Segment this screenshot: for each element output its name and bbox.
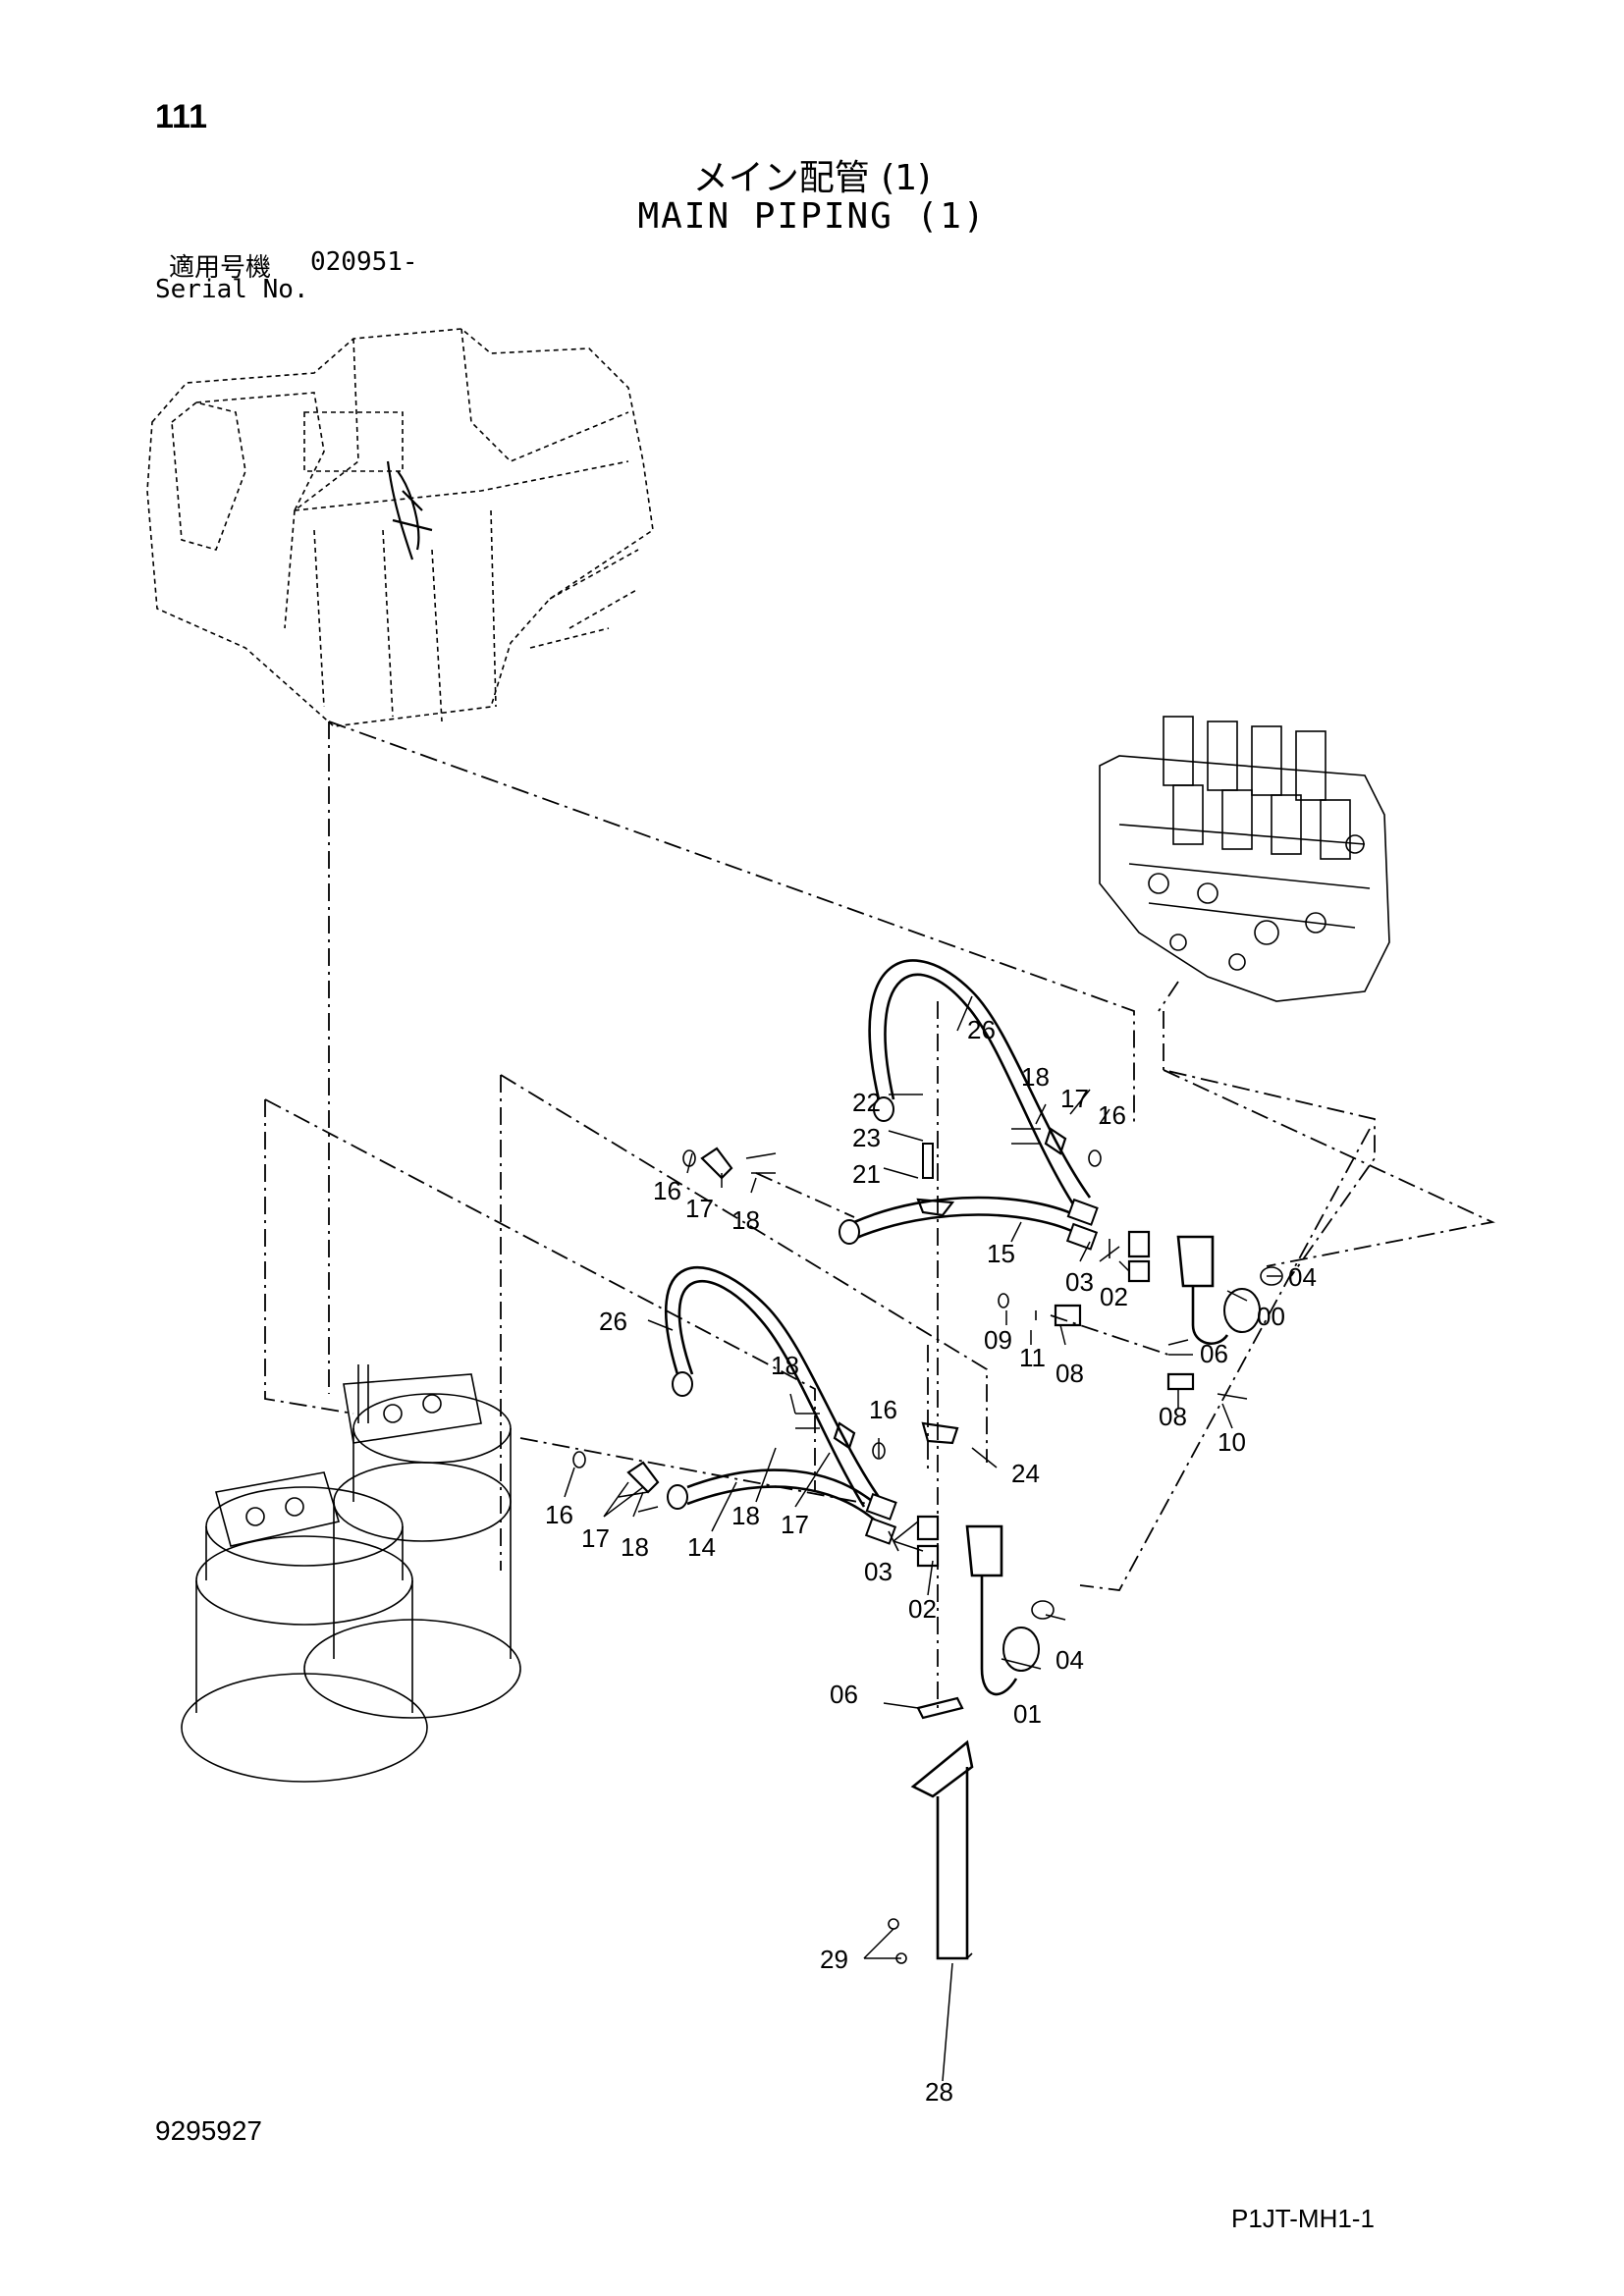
callout-16-upper-left: 16 — [653, 1176, 681, 1205]
callout-17-upper-left: 17 — [685, 1194, 714, 1223]
callout-06-upper: 06 — [1200, 1339, 1228, 1368]
callout-18-lower-mid: 18 — [731, 1501, 760, 1530]
page-code: P1JT-MH1-1 — [1231, 2204, 1375, 2233]
callout-04-upper: 04 — [1288, 1262, 1317, 1292]
swing-motor-illustration — [181, 1364, 521, 1783]
serial-number-value: 020951- — [310, 247, 418, 277]
callout-04-lower: 04 — [1056, 1645, 1084, 1675]
callout-11: 11 — [1019, 1343, 1046, 1372]
callout-08-lower: 08 — [1159, 1402, 1187, 1431]
callout-17-lower-left: 17 — [581, 1523, 610, 1553]
serial-label-english: Serial No. — [155, 275, 309, 304]
callout-10: 10 — [1218, 1427, 1246, 1457]
callout-14: 14 — [687, 1532, 716, 1562]
callout-00: 00 — [1257, 1302, 1285, 1331]
callout-03-lower: 03 — [864, 1557, 893, 1586]
document-number: 9295927 — [155, 2115, 263, 2146]
lower-hose-assembly — [572, 1266, 1055, 1720]
callout-29: 29 — [820, 1945, 848, 1974]
callout-17-upper-right: 17 — [1060, 1084, 1089, 1113]
upper-hose-assembly — [682, 959, 1283, 1400]
callout-17-lower-mid: 17 — [781, 1510, 809, 1539]
callout-24: 24 — [1011, 1459, 1040, 1488]
reference-lines — [264, 721, 1495, 1708]
callout-26-lower: 26 — [599, 1307, 627, 1336]
callout-15: 15 — [987, 1239, 1015, 1268]
bracket-illustration — [888, 1739, 974, 1964]
control-valve-illustration — [1099, 716, 1390, 1002]
callout-16-upper-right: 16 — [1098, 1100, 1126, 1130]
excavator-overview-illustration — [146, 328, 654, 727]
callout-03-upper: 03 — [1065, 1267, 1094, 1297]
callout-28: 28 — [925, 2077, 953, 2107]
callout-16-lower-left: 16 — [545, 1500, 573, 1529]
callout-18-lower-top: 18 — [771, 1351, 799, 1380]
callout-06-lower: 06 — [830, 1680, 858, 1709]
callout-01: 01 — [1013, 1699, 1042, 1729]
callout-08-upper: 08 — [1056, 1359, 1084, 1388]
title-english: MAIN PIPING (1) — [637, 196, 987, 237]
leader-lines — [564, 995, 1281, 2082]
callout-18-upper-right: 18 — [1021, 1062, 1050, 1092]
callout-02-lower: 02 — [908, 1594, 937, 1624]
title-japanese: メイン配管 (1) — [692, 158, 932, 198]
callout-18-lower-left: 18 — [621, 1532, 649, 1562]
serial-label-japanese: 適用号機 — [169, 253, 272, 283]
callout-16-lower-right: 16 — [869, 1395, 897, 1424]
callout-09: 09 — [984, 1325, 1012, 1355]
page-number: 111 — [155, 98, 207, 135]
callout-22: 22 — [852, 1088, 881, 1117]
callout-18-upper-left: 18 — [731, 1205, 760, 1235]
callout-labels: 26 18 17 16 22 23 21 16 17 18 15 03 02 0… — [545, 1015, 1317, 2107]
callout-02-upper: 02 — [1100, 1282, 1128, 1311]
callout-26-upper: 26 — [967, 1015, 996, 1044]
callout-21: 21 — [852, 1159, 881, 1189]
callout-23: 23 — [852, 1123, 881, 1152]
